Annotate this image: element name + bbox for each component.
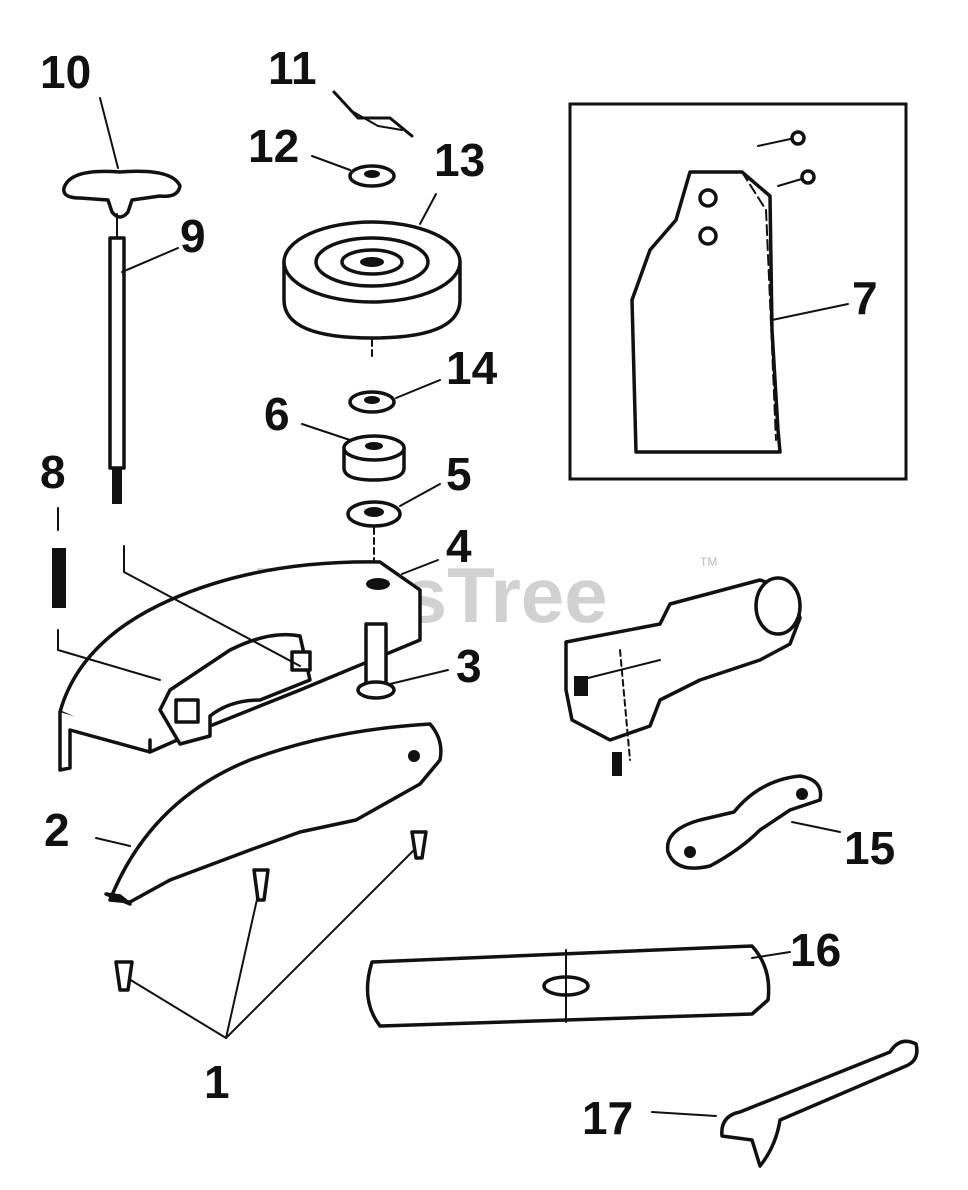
callout-9: 9 xyxy=(180,210,206,262)
callout-10: 10 xyxy=(40,46,91,98)
callout-3: 3 xyxy=(456,640,482,692)
callout-1: 1 xyxy=(204,1056,230,1108)
part-15-clamp xyxy=(665,774,841,870)
part-17-wrench xyxy=(651,1039,919,1168)
part-16-blade xyxy=(365,944,791,1028)
callout-4: 4 xyxy=(446,520,472,572)
part-9-bolt xyxy=(108,213,179,504)
part-11-clip xyxy=(332,90,414,138)
callout-11: 11 xyxy=(268,42,317,94)
part-10-knob xyxy=(62,97,182,219)
part-5-washer xyxy=(346,483,441,561)
part-8-bolt xyxy=(52,507,66,608)
callout-6: 6 xyxy=(264,388,290,440)
callout-15: 15 xyxy=(844,822,895,874)
part-gearbox xyxy=(564,576,802,776)
part-3-shaft xyxy=(356,622,449,700)
callout-14: 14 xyxy=(446,342,498,394)
part-1-screws xyxy=(114,830,428,1039)
callout-17: 17 xyxy=(582,1092,633,1144)
part-14-washer xyxy=(348,379,441,414)
callout-5: 5 xyxy=(446,448,472,500)
callout-12: 12 xyxy=(248,120,299,172)
watermark-trademark: TM xyxy=(700,555,717,569)
inset-frame xyxy=(568,102,908,481)
part-7-guard-extension xyxy=(630,130,849,454)
part-6-hex-nut xyxy=(301,423,406,482)
part-2-lower-guard xyxy=(95,722,443,906)
part-13-drum xyxy=(282,193,462,357)
callout-8: 8 xyxy=(40,446,66,498)
callout-7: 7 xyxy=(852,272,878,324)
callout-13: 13 xyxy=(434,134,485,186)
part-12-nut xyxy=(311,155,396,188)
callout-16: 16 xyxy=(790,924,841,976)
callout-2: 2 xyxy=(44,804,70,856)
part-guard-housing xyxy=(57,545,439,772)
